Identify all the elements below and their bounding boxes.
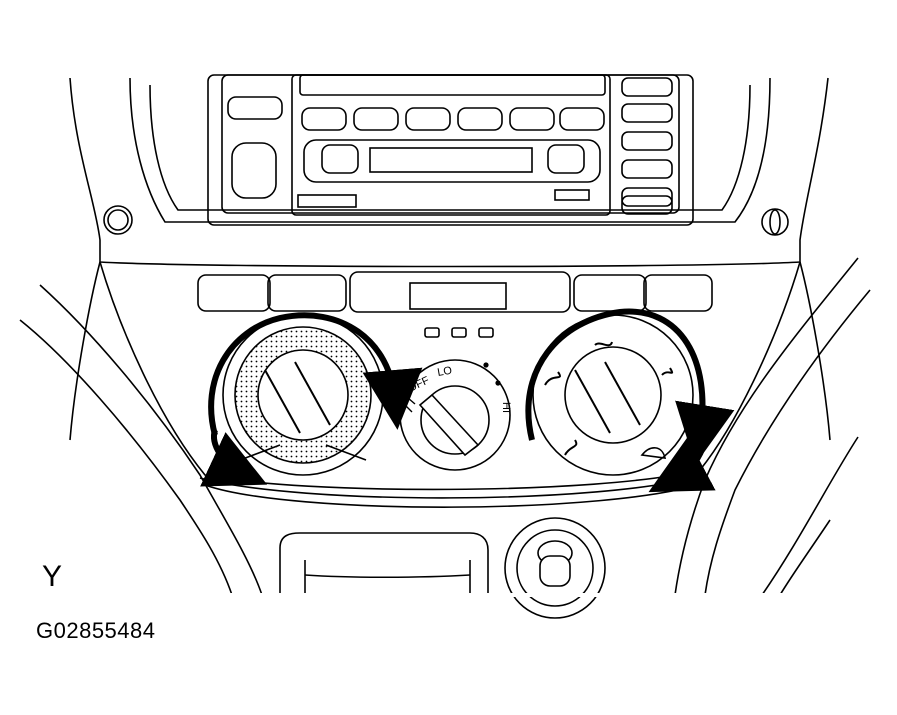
cigarette-lighter-socket	[504, 517, 606, 619]
center-console	[0, 257, 897, 619]
fan-mark-hi: HI	[500, 402, 512, 413]
audio-head-unit	[207, 74, 694, 226]
fan-mark-off: OFF	[406, 374, 431, 394]
right-bezel-screw	[761, 208, 789, 236]
climate-control-panel	[99, 261, 801, 508]
fan-mark-lo: LO	[436, 365, 453, 379]
dashboard-bezel	[69, 77, 831, 441]
corner-letter: Y	[42, 560, 63, 593]
temperature-dial[interactable]	[200, 312, 423, 487]
figure-code: G02855484	[36, 618, 156, 643]
airflow-mode-dial[interactable]	[525, 308, 735, 493]
left-bezel-screw	[103, 205, 133, 235]
fan-speed-knob[interactable]	[399, 359, 511, 471]
